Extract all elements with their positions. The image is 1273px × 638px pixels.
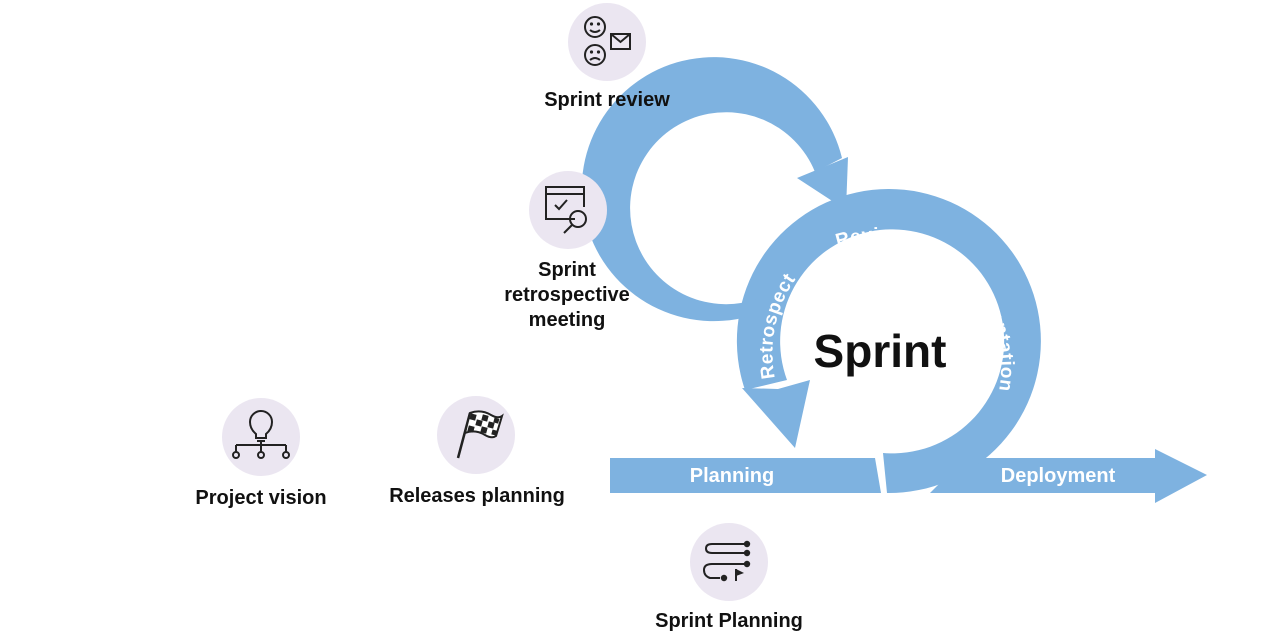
daily-scrum-label: Daily scrum [675,120,779,197]
sprint-retro-label-line3: meeting [528,309,606,331]
sprint-retro-label-line2: retrospective [504,284,630,306]
sprint-planning-label: Sprint Planning [655,610,803,632]
roadmap-path-icon [702,540,751,582]
daily-scrum-loop [581,57,842,322]
deployment-arrow [930,449,1207,503]
sprint-retro-label: Sprint retrospective meeting [482,258,652,333]
retrospect-arrowhead [742,380,810,448]
project-vision-label: Project vision [195,487,327,509]
releases-planning-icon-circle [437,396,515,474]
feedback-faces-icon [584,16,631,66]
sprint-planning-icon-circle [690,523,768,601]
sprint-center-label: Sprint [814,325,947,377]
releases-planning-label: Releases planning [389,485,565,507]
sprint-retro-icon-circle [529,171,607,249]
sprint-review-label: Sprint review [544,89,670,111]
planning-arrow [610,458,881,493]
daily-scrum-arrowhead [797,157,848,210]
checkered-flag-icon [456,410,504,459]
planning-label: Planning [690,465,774,487]
sprint-review-icon-circle [568,3,646,81]
review-label: Review [833,225,907,252]
lightbulb-network-icon [232,410,290,459]
review-search-icon [545,186,587,234]
deployment-label: Deployment [1001,465,1116,487]
sprint-retro-label-line1: Sprint [538,259,596,281]
project-vision-icon-circle [222,398,300,476]
